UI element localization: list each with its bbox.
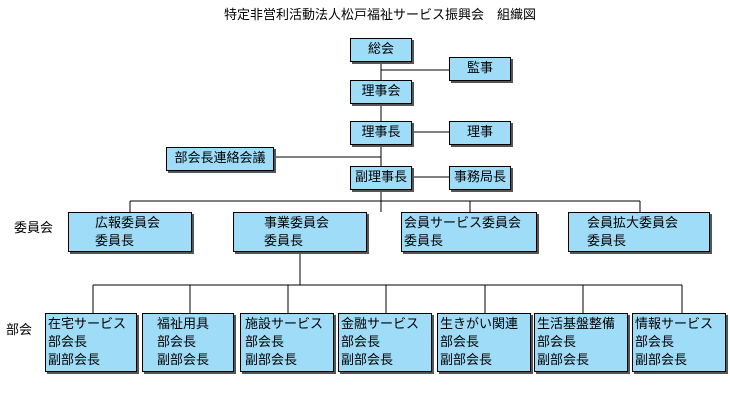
committee-name: 会員拡大委員会	[587, 216, 679, 231]
section-box: 金融サービス 部会長 副部会長	[338, 313, 432, 372]
label-committees: 委員会	[14, 221, 54, 236]
node-auditor: 監事	[449, 57, 511, 81]
section-name: 施設サービス	[245, 317, 324, 332]
node-chairman-label: 理事長	[361, 125, 401, 140]
committee-box: 広報委員会 委員長	[68, 212, 192, 252]
section-name: 情報サービス	[635, 317, 714, 332]
node-director-label: 理事	[466, 125, 493, 140]
section-role: 部会長	[635, 335, 675, 350]
section-name: 福祉用具	[157, 317, 210, 332]
committee-role: 委員長	[264, 234, 304, 249]
section-role: 副部会長	[245, 353, 298, 368]
label-sections: 部会	[6, 323, 33, 338]
section-name: 金融サービス	[341, 317, 420, 332]
section-box: 生活基盤整備 部会長 副部会長	[534, 313, 628, 372]
section-name: 在宅サービス	[48, 317, 127, 332]
section-box: 福祉用具 部会長 副部会長	[142, 313, 234, 372]
committee-name: 広報委員会	[95, 216, 161, 231]
section-box: 在宅サービス 部会長 副部会長	[45, 313, 137, 372]
section-role: 部会長	[157, 335, 197, 350]
node-vice-chairman: 副理事長	[350, 166, 412, 190]
section-box: 情報サービス 部会長 副部会長	[632, 313, 726, 372]
section-role: 副部会長	[537, 353, 590, 368]
section-role: 部会長	[48, 335, 88, 350]
section-role: 部会長	[245, 335, 285, 350]
section-role: 副部会長	[341, 353, 394, 368]
section-role: 副部会長	[635, 353, 688, 368]
node-vice-chairman-label: 副理事長	[354, 170, 407, 185]
section-role: 部会長	[537, 335, 577, 350]
section-name: 生活基盤整備	[537, 317, 616, 332]
node-board: 理事会	[350, 80, 412, 104]
node-director: 理事	[449, 121, 511, 145]
section-role: 部会長	[440, 335, 480, 350]
node-board-label: 理事会	[361, 84, 401, 99]
node-general-meeting-label: 総会	[367, 42, 394, 57]
section-role: 副部会長	[48, 353, 101, 368]
committee-name: 事業委員会	[264, 216, 330, 231]
node-auditor-label: 監事	[466, 61, 493, 76]
node-chairman: 理事長	[350, 121, 412, 145]
node-general-meeting: 総会	[350, 38, 412, 62]
section-role: 部会長	[341, 335, 381, 350]
section-name: 生きがい関連	[440, 317, 519, 332]
committee-name: 会員サービス委員会	[404, 216, 522, 231]
section-role: 副部会長	[440, 353, 493, 368]
node-section-chief-council: 部会長連絡会議	[166, 147, 274, 171]
node-secretary-general-label: 事務局長	[453, 170, 506, 185]
committee-role: 委員長	[95, 234, 135, 249]
section-role: 副部会長	[157, 353, 210, 368]
committee-role: 委員長	[404, 234, 444, 249]
section-box: 生きがい関連 部会長 副部会長	[437, 313, 531, 372]
committee-role: 委員長	[587, 234, 627, 249]
committee-box: 会員サービス委員会 委員長	[401, 212, 537, 252]
section-box: 施設サービス 部会長 副部会長	[240, 313, 334, 372]
node-secretary-general: 事務局長	[449, 166, 511, 190]
committee-box: 会員拡大委員会 委員長	[568, 212, 710, 252]
chart-title: 特定非営利活動法人松戸福祉サービス振興会 組織図	[223, 8, 536, 23]
node-section-chief-council-label: 部会長連絡会議	[174, 151, 266, 166]
committee-box: 事業委員会 委員長	[233, 212, 367, 252]
